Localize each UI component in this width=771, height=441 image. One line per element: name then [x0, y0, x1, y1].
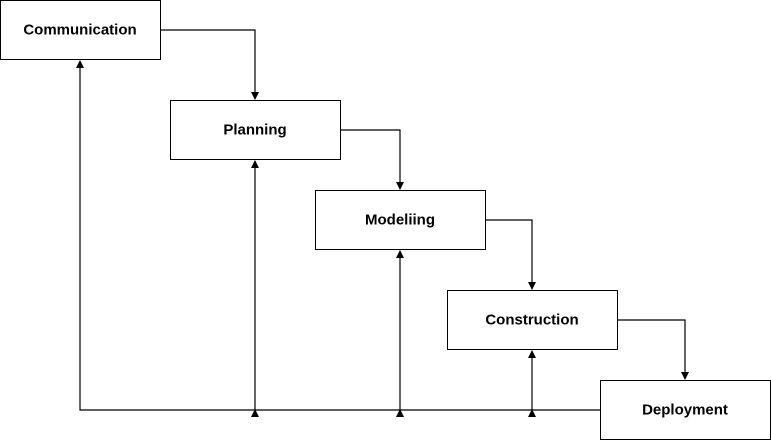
node-communication: Communication: [0, 0, 161, 60]
node-modeling: Modeliing: [315, 190, 486, 250]
node-deployment: Deployment: [600, 380, 771, 440]
edge-communication-to-planning: [160, 29, 259, 100]
edge-planning-to-modeling: [340, 129, 404, 190]
node-construction: Construction: [447, 290, 618, 350]
node-modeling-label: Modeliing: [365, 212, 435, 229]
edge-modeling-to-construction: [485, 219, 536, 290]
node-planning-label: Planning: [223, 122, 286, 139]
node-construction-label: Construction: [485, 312, 578, 329]
edge-construction-to-deployment: [617, 319, 689, 380]
edge-deployment-to-communication: [76, 60, 600, 411]
node-planning: Planning: [170, 100, 341, 160]
node-deployment-label: Deployment: [642, 402, 728, 419]
node-communication-label: Communication: [23, 22, 136, 39]
